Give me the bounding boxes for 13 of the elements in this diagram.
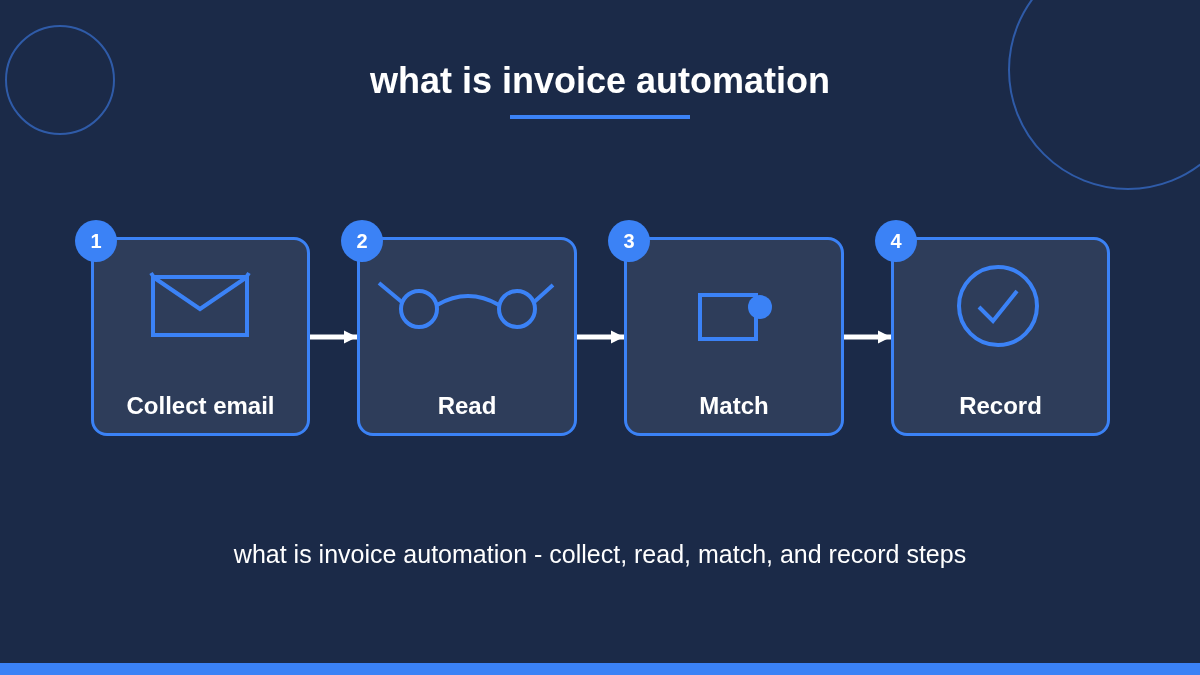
caption: what is invoice automation - collect, read, match, and record steps (233, 540, 967, 569)
step-label: Collect email (126, 392, 275, 420)
step-number-badge: 2 (341, 220, 383, 262)
step-number-badge: 1 (75, 220, 117, 262)
title: what is invoice automation (369, 60, 831, 102)
step-number-badge: 3 (608, 220, 650, 262)
step-label: Record (959, 392, 1042, 420)
arrow (844, 330, 891, 344)
arrow (310, 330, 357, 344)
step-number-badge: 4 (875, 220, 917, 262)
step-label: Read (437, 392, 497, 420)
step-label: Match (699, 392, 769, 420)
arrow (577, 330, 624, 344)
